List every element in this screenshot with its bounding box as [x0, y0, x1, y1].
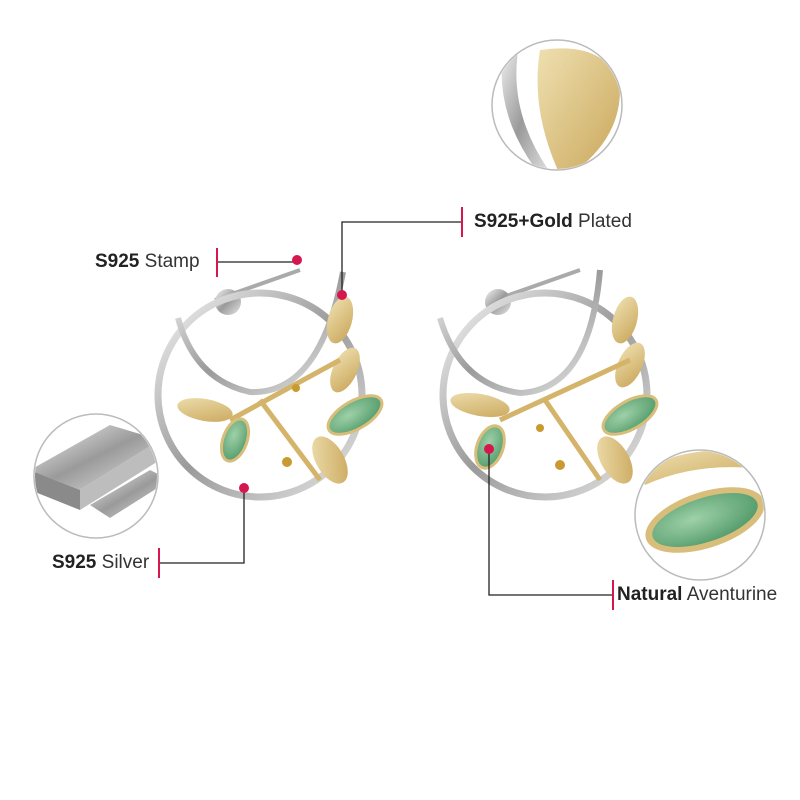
label-natural-aventurine: Natural Aventurine	[617, 584, 777, 606]
label-bold: Natural	[617, 584, 683, 605]
label-s925-silver: S925 Silver	[52, 552, 149, 574]
aventurine-detail-inset	[634, 449, 766, 581]
label-text: Stamp	[144, 251, 200, 272]
callout-dots	[239, 255, 494, 493]
label-gold-plated: S925+Gold Plated	[474, 211, 632, 233]
label-bold: S925+Gold	[474, 211, 573, 232]
label-s925-stamp: S925 Stamp	[95, 251, 200, 273]
earring-left	[154, 268, 384, 501]
callout-lines	[159, 221, 613, 596]
gold-plating-detail-inset	[491, 39, 623, 171]
label-bold: S925	[52, 552, 97, 573]
label-text: Plated	[578, 211, 632, 232]
silver-bar-detail-inset	[33, 413, 159, 539]
callout-ticks	[158, 207, 614, 610]
label-bold: S925	[95, 251, 140, 272]
label-text: Silver	[101, 552, 150, 573]
label-text: Aventurine	[686, 584, 778, 605]
earring-right	[437, 268, 659, 501]
